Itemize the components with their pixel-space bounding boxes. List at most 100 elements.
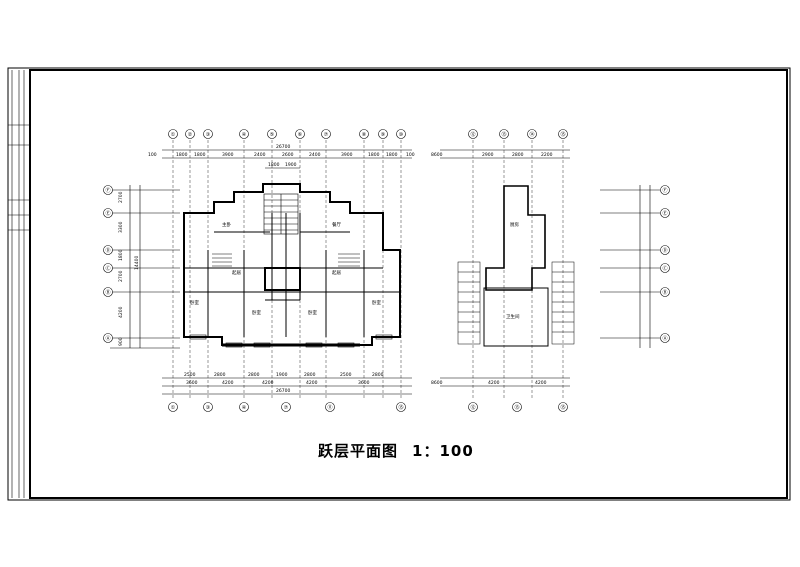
dim-bottom-2: 2800 bbox=[248, 372, 260, 378]
rdim-top-0: 2900 bbox=[482, 152, 494, 158]
dim-bottom2-2: 4200 bbox=[262, 380, 274, 386]
dim-overall-top: 26700 bbox=[276, 144, 290, 150]
room-label-4: 主卧 bbox=[222, 221, 231, 228]
room-label-1: 卧室 bbox=[252, 309, 261, 316]
right-bottom-axis-bubbles bbox=[468, 402, 568, 412]
axis-top-3: ③ bbox=[206, 132, 210, 138]
dim-top-5: 2600 bbox=[282, 152, 294, 158]
axis-bottom-5: ⑪ bbox=[327, 404, 332, 411]
raxis-bottom-2: ⑬ bbox=[514, 404, 519, 411]
rrow-axis-a: Ⓐ bbox=[662, 335, 667, 342]
room-label-8: 厨房 bbox=[510, 221, 519, 228]
side-dim-3: 2700 bbox=[118, 270, 124, 282]
dim-top-3: 3900 bbox=[222, 152, 234, 158]
side-dim-2: 1800 bbox=[118, 249, 124, 261]
rrow-axis-b: Ⓑ bbox=[662, 289, 667, 296]
dim-bottom2-3: 4200 bbox=[306, 380, 318, 386]
side-dim-0: 2700 bbox=[118, 191, 124, 203]
sheet-border bbox=[7, 67, 791, 501]
room-label-3: 卧室 bbox=[372, 299, 381, 306]
room-label-7: 餐厅 bbox=[332, 221, 341, 228]
dim-top-7: 3900 bbox=[341, 152, 353, 158]
dim-top-4: 2400 bbox=[254, 152, 266, 158]
axis-top-1: ① bbox=[171, 132, 176, 138]
axis-top-6: ⑥ bbox=[298, 132, 303, 138]
dim-top-8: 1800 bbox=[368, 152, 380, 158]
right-top-axis-bubbles bbox=[468, 129, 568, 139]
side-dimension-lines bbox=[110, 185, 180, 349]
raxis-top-4: ⑮ bbox=[560, 131, 565, 138]
axis-top-8: ⑧ bbox=[362, 132, 367, 138]
raxis-bottom-3: ⑮ bbox=[560, 404, 565, 411]
side-dim-1: 3300 bbox=[118, 221, 124, 233]
dim-sub-1: 1900 bbox=[285, 162, 297, 168]
dim-bottom-3: 1900 bbox=[276, 372, 288, 378]
row-axis-c: Ⓒ bbox=[105, 265, 110, 272]
interior-walls bbox=[184, 213, 400, 337]
rdim-mid-bottom: 8600 bbox=[431, 380, 443, 386]
axis-top-10: ⑩ bbox=[399, 132, 404, 138]
dim-overall-bottom: 26700 bbox=[276, 388, 290, 394]
rdim-top-2: 2200 bbox=[541, 152, 553, 158]
raxis-bottom-1: ⑫ bbox=[470, 404, 475, 411]
room-label-9: 卫生间 bbox=[506, 313, 520, 320]
dim-bottom-4: 2800 bbox=[304, 372, 316, 378]
row-axis-a: Ⓐ bbox=[105, 335, 110, 342]
walls bbox=[183, 183, 401, 347]
dim-bottom-5: 2500 bbox=[340, 372, 352, 378]
rrow-axis-c: Ⓒ bbox=[662, 265, 667, 272]
drawing-scale: 1：100 bbox=[412, 442, 474, 460]
side-stairs bbox=[212, 253, 360, 267]
row-axis-f: Ⓕ bbox=[105, 187, 110, 194]
side-dim-5: 900 bbox=[118, 337, 124, 346]
row-axis-bubbles-left bbox=[103, 185, 113, 343]
axis-bottom-2: ③ bbox=[206, 405, 210, 411]
windows bbox=[189, 334, 393, 348]
dim-top-2: 1800 bbox=[194, 152, 206, 158]
dim-top-0: 100 bbox=[148, 152, 157, 158]
row-axis-b: Ⓑ bbox=[105, 289, 110, 296]
axis-bottom-1: ① bbox=[171, 405, 176, 411]
dim-top-6: 2400 bbox=[309, 152, 321, 158]
axis-top-9: ⑨ bbox=[381, 132, 385, 138]
right-dimension-lines bbox=[440, 149, 660, 387]
inner-border bbox=[29, 69, 788, 499]
dim-bottom2-1: 4200 bbox=[222, 380, 234, 386]
rdim-mid-top: 8600 bbox=[431, 152, 443, 158]
dim-bottom-0: 2500 bbox=[184, 372, 196, 378]
right-walls bbox=[483, 185, 549, 347]
raxis-top-2: ⑬ bbox=[501, 131, 506, 138]
raxis-top-3: ⑭ bbox=[529, 131, 534, 138]
room-label-5: 起居 bbox=[232, 270, 241, 276]
row-axis-d: Ⓓ bbox=[105, 247, 110, 254]
bottom-dimension-lines bbox=[162, 377, 412, 395]
axis-top-2: ② bbox=[188, 132, 193, 138]
room-label-0: 卧室 bbox=[190, 299, 199, 306]
dim-sub-0: 1800 bbox=[268, 162, 280, 168]
axis-bottom-6: ⑮ bbox=[398, 404, 403, 411]
row-axis-e: Ⓔ bbox=[105, 210, 110, 217]
axis-top-4: ④ bbox=[242, 132, 247, 138]
dim-bottom-6: 2800 bbox=[372, 372, 384, 378]
rdim-bottom-0: 4200 bbox=[488, 380, 500, 386]
raxis-top-1: ⑫ bbox=[470, 131, 475, 138]
left-bottom-axis-bubbles bbox=[168, 402, 406, 412]
dim-bottom-1: 2800 bbox=[214, 372, 226, 378]
dim-top-10: 100 bbox=[406, 152, 415, 158]
side-dim-total: 14400 bbox=[134, 256, 140, 270]
right-plan bbox=[440, 140, 660, 400]
rdim-bottom-1: 4200 bbox=[535, 380, 547, 386]
side-dimension-texts: 2700 3300 1800 2700 4200 900 14400 bbox=[118, 191, 140, 346]
axis-top-7: ⑦ bbox=[324, 132, 329, 138]
side-dim-4: 4200 bbox=[118, 306, 124, 318]
rrow-axis-e: Ⓔ bbox=[662, 210, 667, 217]
room-labels: 卧室 卧室 卧室 卧室 主卧 起居 起居 餐厅 厨房 卫生间 bbox=[190, 221, 520, 320]
axis-labels: ① ② ③ ④ ⑤ ⑥ ⑦ ⑧ ⑨ ⑩ ① ③ ④ ⑦ ⑪ ⑮ ⑫ ⑬ ⑭ ⑮ … bbox=[105, 131, 667, 411]
axis-top-5: ⑤ bbox=[270, 132, 274, 138]
room-label-2: 卧室 bbox=[308, 309, 317, 316]
row-axis-bubbles-right bbox=[660, 185, 670, 343]
axis-lines bbox=[172, 140, 402, 400]
right-stairs bbox=[457, 261, 575, 345]
